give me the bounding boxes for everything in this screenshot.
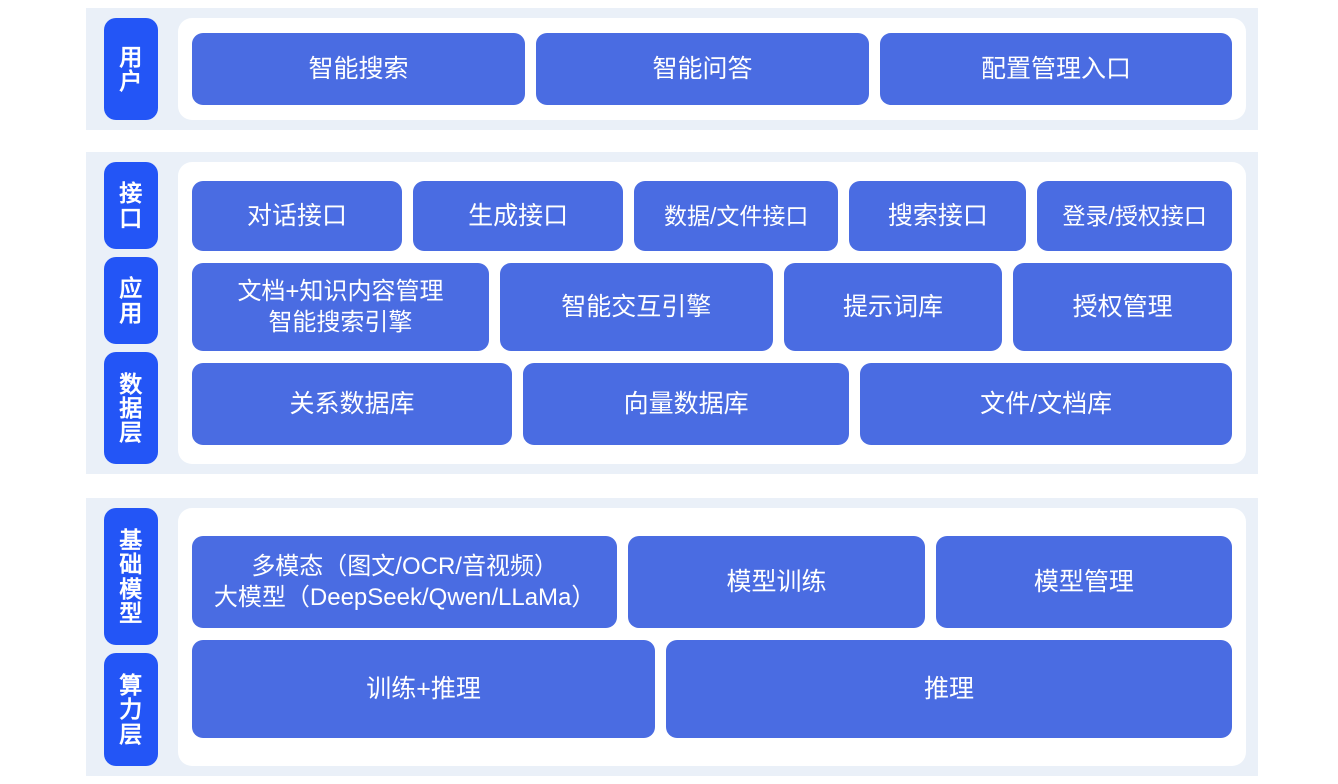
- layer-tab-data-label: 数据层: [119, 370, 143, 446]
- card-vector-database[interactable]: 向量数据库: [523, 363, 850, 445]
- layer-tab-user[interactable]: 用户: [104, 18, 158, 120]
- card-relational-database[interactable]: 关系数据库: [192, 363, 513, 445]
- layer-tab-compute[interactable]: 算力层: [104, 653, 158, 766]
- layer-tab-interface-label: 接口: [119, 180, 143, 231]
- card-document-knowledge-management[interactable]: 文档+知识内容管理 智能搜索引擎: [192, 263, 489, 351]
- card-file-document-store[interactable]: 文件/文档库: [860, 363, 1232, 445]
- panel-user: 智能搜索 智能问答 配置管理入口: [178, 18, 1246, 120]
- tab-column-middle: 接口 应用 数据层: [86, 152, 178, 474]
- card-search-interface[interactable]: 搜索接口: [849, 181, 1027, 251]
- panel-foundation: 多模态（图文/OCR/音视频） 大模型（DeepSeek/Qwen/LLaMa）…: [178, 508, 1246, 766]
- card-generation-interface[interactable]: 生成接口: [413, 181, 624, 251]
- card-inference[interactable]: 推理: [666, 640, 1232, 738]
- card-training-and-inference[interactable]: 训练+推理: [192, 640, 656, 738]
- card-intelligent-search[interactable]: 智能搜索: [192, 33, 525, 105]
- card-authorization-management[interactable]: 授权管理: [1013, 263, 1232, 351]
- row-data-stores: 关系数据库 向量数据库 文件/文档库: [192, 363, 1232, 445]
- section-user: 用户 智能搜索 智能问答 配置管理入口: [86, 8, 1258, 130]
- card-dialog-interface[interactable]: 对话接口: [192, 181, 403, 251]
- layer-tab-application-label: 应用: [119, 275, 143, 326]
- row-model-layer: 多模态（图文/OCR/音视频） 大模型（DeepSeek/Qwen/LLaMa）…: [192, 536, 1232, 628]
- card-multimodal-large-model[interactable]: 多模态（图文/OCR/音视频） 大模型（DeepSeek/Qwen/LLaMa）: [192, 536, 618, 628]
- row-api-interfaces: 对话接口 生成接口 数据/文件接口 搜索接口 登录/授权接口: [192, 181, 1232, 251]
- panel-middle: 对话接口 生成接口 数据/文件接口 搜索接口 登录/授权接口 文档+知识内容管理…: [178, 162, 1246, 464]
- section-middle: 接口 应用 数据层 对话接口 生成接口 数据/文件接口 搜索接口 登录/授权接口…: [86, 152, 1258, 474]
- layer-tab-application[interactable]: 应用: [104, 257, 158, 345]
- card-model-training[interactable]: 模型训练: [628, 536, 925, 628]
- layer-tab-foundation-model-label: 基础模型: [119, 526, 143, 626]
- tab-column-user: 用户: [86, 8, 178, 130]
- layer-tab-compute-label: 算力层: [119, 672, 143, 747]
- tab-column-foundation: 基础模型 算力层: [86, 498, 178, 776]
- section-foundation: 基础模型 算力层 多模态（图文/OCR/音视频） 大模型（DeepSeek/Qw…: [86, 498, 1258, 776]
- card-prompt-library[interactable]: 提示词库: [783, 263, 1003, 351]
- layer-tab-foundation-model[interactable]: 基础模型: [104, 508, 158, 646]
- card-model-management[interactable]: 模型管理: [935, 536, 1232, 628]
- layer-tab-data[interactable]: 数据层: [104, 352, 158, 464]
- card-login-auth-interface[interactable]: 登录/授权接口: [1037, 181, 1232, 251]
- row-compute-layer: 训练+推理 推理: [192, 640, 1232, 738]
- card-intelligent-interaction-engine[interactable]: 智能交互引擎: [499, 263, 773, 351]
- row-application-modules: 文档+知识内容管理 智能搜索引擎 智能交互引擎 提示词库 授权管理: [192, 263, 1232, 351]
- card-config-management-entry[interactable]: 配置管理入口: [880, 33, 1233, 105]
- card-data-file-interface[interactable]: 数据/文件接口: [634, 181, 839, 251]
- layer-tab-user-label: 用户: [119, 43, 143, 94]
- row-user-entries: 智能搜索 智能问答 配置管理入口: [192, 33, 1233, 105]
- layer-tab-interface[interactable]: 接口: [104, 162, 158, 250]
- card-intelligent-qa[interactable]: 智能问答: [536, 33, 869, 105]
